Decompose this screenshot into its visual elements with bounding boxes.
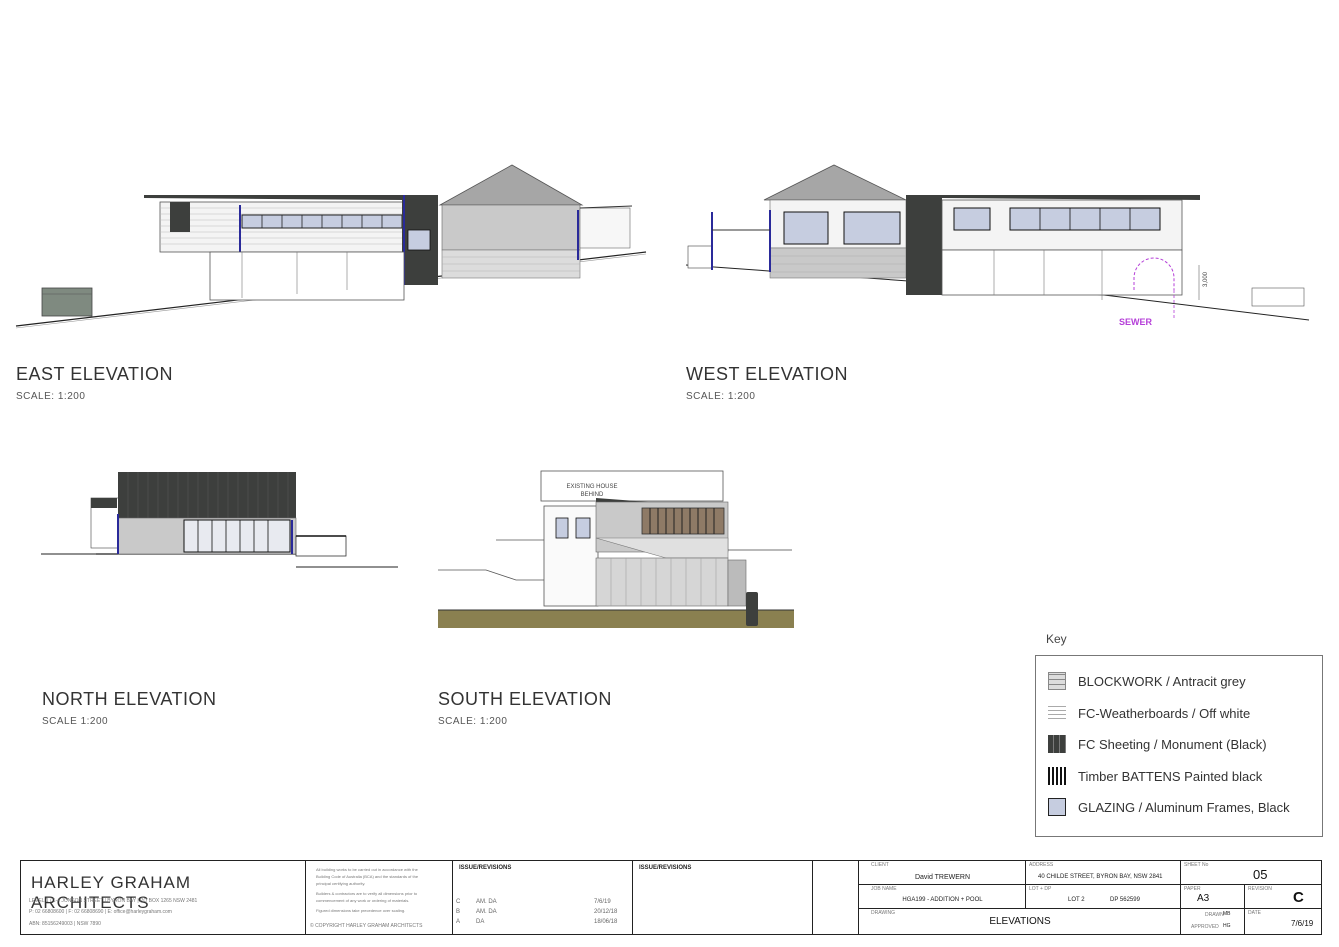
key-item-battens: Timber BATTENS Painted black <box>1048 765 1262 787</box>
paper-value: A3 <box>1197 893 1210 904</box>
note-line: Builders & contractors are to verify all… <box>316 891 418 896</box>
east-elevation-title: EAST ELEVATION <box>16 364 174 384</box>
key-item-fc-sheeting: FC Sheeting / Monument (Black) <box>1048 733 1267 755</box>
west-elevation-scale: SCALE: 1:200 <box>686 391 756 402</box>
revision-label: REVISION <box>1248 886 1272 892</box>
revision-code: B <box>456 909 461 915</box>
east-elevation-drawing <box>15 164 647 329</box>
title-block: HARLEY GRAHAM ARCHITECTS LEVEL 1 / 1-4 J… <box>20 860 1322 935</box>
revision-cell: REVISION C <box>1245 885 1321 909</box>
key-item-glazing: GLAZING / Aluminum Frames, Black <box>1048 796 1290 818</box>
key-item-label: BLOCKWORK / Antracit grey <box>1078 673 1246 689</box>
address-cell: ADDRESS 40 CHILDE STREET, BYRON BAY, NSW… <box>1026 861 1181 885</box>
west-elevation-drawing <box>685 164 1310 321</box>
copyright: © COPYRIGHT HARLEY GRAHAM ARCHITECTS <box>310 923 423 929</box>
address-label: ADDRESS <box>1029 862 1054 868</box>
lot-value: LOT 2 <box>1068 897 1085 903</box>
job-label: JOB NAME <box>871 886 897 892</box>
approved-label: APPROVED <box>1191 924 1219 930</box>
drawing-cell: DRAWING ELEVATIONS <box>859 909 1181 934</box>
west-elevation-title: WEST ELEVATION <box>686 364 849 384</box>
blank-panel <box>813 861 859 934</box>
note-line: Figured dimensions take precedence over … <box>316 908 406 913</box>
key-item-blockwork: BLOCKWORK / Antracit grey <box>1048 670 1246 692</box>
weatherboard-swatch <box>1048 704 1066 722</box>
revisions-panel-2: ISSUE/REVISIONS <box>633 861 813 934</box>
job-cell: JOB NAME HGA199 - ADDITION + POOL <box>859 885 1026 909</box>
north-elevation-scale: SCALE 1:200 <box>42 716 109 727</box>
revision-code: C <box>456 899 461 905</box>
paper-label: PAPER <box>1184 886 1201 892</box>
firm-address: LEVEL 1 / 1-4 JONSON STREET | BYRON BAY … <box>29 898 198 904</box>
job-value: HGA199 - ADDITION + POOL <box>902 897 983 903</box>
key-item-label: Timber BATTENS Painted black <box>1078 768 1263 784</box>
firm-panel: HARLEY GRAHAM ARCHITECTS LEVEL 1 / 1-4 J… <box>21 861 306 934</box>
key-item-weatherboard: FC-Weatherboards / Off white <box>1048 702 1250 724</box>
paper-cell: PAPER A3 <box>1181 885 1245 909</box>
notes-panel: All building works to be carried out in … <box>306 861 453 934</box>
sheet-cell: SHEET No 05 <box>1181 861 1321 885</box>
revision-desc: DA <box>476 919 485 925</box>
firm-name: HARLEY GRAHAM ARCHITECTS <box>31 873 192 912</box>
key-title: Key <box>1046 632 1067 646</box>
battens-swatch <box>1048 767 1066 785</box>
firm-abn: ABN: 85156249003 | NSW 7890 <box>29 921 101 927</box>
north-elevation-drawing <box>41 472 398 568</box>
issue-revisions-header: ISSUE/REVISIONS <box>459 865 512 871</box>
sewer-dimension: 3,000 <box>1203 271 1209 287</box>
key-item-label: GLAZING / Aluminum Frames, Black <box>1078 799 1290 815</box>
lot-label: LOT + DP <box>1029 886 1052 892</box>
drawn-value: MB <box>1223 911 1231 917</box>
sheet-value: 05 <box>1253 867 1268 882</box>
key-item-label: FC Sheeting / Monument (Black) <box>1078 736 1267 752</box>
drawing-value: ELEVATIONS <box>989 916 1051 927</box>
revision-value: C <box>1293 889 1304 906</box>
note-line: commencement of any work or ordering of … <box>316 898 410 903</box>
client-label: CLIENT <box>871 862 889 868</box>
key-legend: BLOCKWORK / Antracit grey FC-Weatherboar… <box>1035 655 1323 837</box>
revision-date: 20/12/18 <box>594 909 618 915</box>
address-value: 40 CHILDE STREET, BYRON BAY, NSW 2841 <box>1038 874 1163 880</box>
revision-code: A <box>456 919 461 925</box>
sheet-label: SHEET No <box>1184 862 1209 868</box>
client-value: David TREWERN <box>914 874 971 881</box>
note-line: All building works to be carried out in … <box>316 867 418 872</box>
dp-value: DP 562599 <box>1110 897 1140 903</box>
blockwork-swatch <box>1048 672 1066 690</box>
approved-value: HG <box>1223 923 1231 929</box>
south-elevation-scale: SCALE: 1:200 <box>438 716 508 727</box>
north-elevation-title: NORTH ELEVATION <box>42 689 217 709</box>
note-line: principal certifying authority. <box>316 881 366 886</box>
revision-date: 18/06/18 <box>594 919 618 925</box>
date-value: 7/6/19 <box>1291 919 1314 928</box>
client-cell: CLIENT David TREWERN <box>859 861 1026 885</box>
revision-date: 7/6/19 <box>594 899 611 905</box>
drawn-cell: DRAWN MB APPROVED HG <box>1181 909 1245 934</box>
east-elevation-scale: SCALE: 1:200 <box>16 391 86 402</box>
issue-revisions-header-2: ISSUE/REVISIONS <box>639 865 692 871</box>
firm-contact: P: 02 66808600 | F: 02 66808690 | E: off… <box>29 909 172 915</box>
date-cell: DATE 7/6/19 <box>1245 909 1321 934</box>
south-elevation-title: SOUTH ELEVATION <box>438 689 612 709</box>
key-item-label: FC-Weatherboards / Off white <box>1078 705 1251 721</box>
lot-cell: LOT + DP LOT 2 DP 562599 <box>1026 885 1181 909</box>
glazing-swatch <box>1048 798 1066 816</box>
drawn-label: DRAWN <box>1205 912 1224 918</box>
revision-desc: AM. DA <box>476 909 497 915</box>
note-line: Building Code of Australia (BCA) and the… <box>316 874 419 879</box>
revision-desc: AM. DA <box>476 899 497 905</box>
date-label: DATE <box>1248 910 1261 916</box>
revisions-panel: ISSUE/REVISIONS C AM. DA 7/6/19 B AM. DA… <box>453 861 633 934</box>
drawing-label: DRAWING <box>871 910 895 916</box>
fc-sheeting-swatch <box>1048 735 1066 753</box>
existing-house-note: EXISTING HOUSE BEHIND <box>566 484 618 498</box>
sewer-label: SEWER <box>1119 317 1153 327</box>
south-elevation-drawing <box>438 470 794 628</box>
